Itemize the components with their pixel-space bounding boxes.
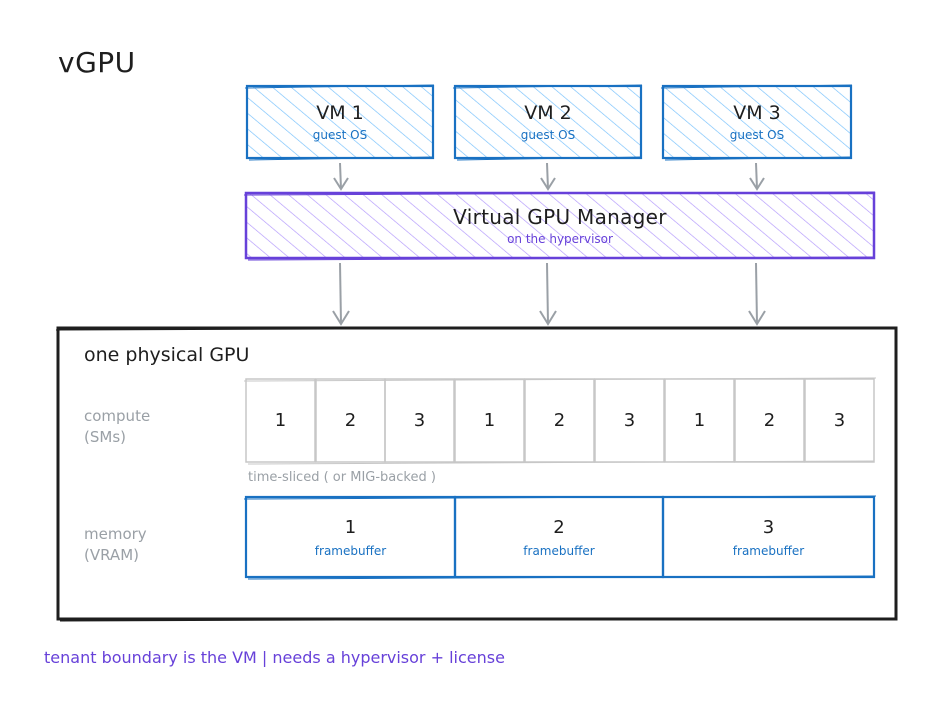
framebuffer-2-number: 2 [553,516,565,538]
compute-cell-4: 1 [483,410,496,431]
arrow-manager-to-gpu-3 [748,262,766,326]
framebuffer-2-label: framebuffer [523,543,595,558]
compute-cell-7: 1 [693,410,706,431]
gpu-title: one physical GPU [84,344,250,366]
vm-box-2: VM 2 guest OS [455,86,641,158]
compute-cell-5: 2 [553,410,566,431]
compute-cell-9: 3 [833,410,846,431]
diagram-title: vGPU [58,46,136,79]
arrow-vm1-to-manager [333,162,349,191]
vm-1-subtitle: guest OS [312,128,368,142]
compute-label-line-1: compute [84,407,151,425]
memory-label: memory (VRAM) [84,524,147,566]
compute-cell-6: 3 [623,410,636,431]
vm-box-3: VM 3 guest OS [663,86,851,158]
vm-3-name: VM 3 [733,102,781,124]
compute-cell-2: 2 [344,410,357,431]
compute-cell-1: 1 [274,410,287,431]
compute-cells-shape [243,377,877,465]
vm-box-1: VM 1 guest OS [247,86,433,158]
arrow-vm2-to-manager [540,162,556,191]
manager-box: Virtual GPU Manager on the hypervisor [246,193,874,258]
compute-note: time-sliced ( or MIG-backed ) [248,470,436,485]
arrow-vm3-to-manager [749,162,765,191]
framebuffer-1: 1 framebuffer [246,497,455,577]
vm-3-subtitle: guest OS [729,128,785,142]
framebuffer-2: 2 framebuffer [455,497,663,577]
memory-label-line-2: (VRAM) [84,546,139,564]
framebuffer-1-number: 1 [344,516,357,538]
vm-box-1-shape [244,84,435,161]
vm-2-name: VM 2 [524,102,572,124]
arrow-manager-to-gpu-2 [539,262,557,326]
compute-label-line-2: (SMs) [84,428,126,446]
arrow-manager-to-gpu-1 [332,262,350,326]
vm-2-subtitle: guest OS [520,128,576,142]
framebuffer-3-label: framebuffer [732,543,805,558]
vm-1-name: VM 1 [316,102,364,124]
compute-cell-3: 3 [413,410,426,431]
manager-subtitle: on the hypervisor [507,232,613,246]
vm-box-2-shape [452,84,643,161]
framebuffer-1-label: framebuffer [314,543,387,558]
footer-note: tenant boundary is the VM | needs a hype… [44,648,505,667]
manager-title: Virtual GPU Manager [453,205,667,229]
vm-box-3-shape [660,84,853,161]
compute-cell-8: 2 [763,410,776,431]
framebuffer-3-number: 3 [762,516,775,538]
manager-box-shape [243,191,876,261]
memory-label-line-1: memory [84,525,147,543]
compute-label: compute (SMs) [84,406,150,448]
framebuffer-3: 3 framebuffer [663,497,874,577]
framebuffers-shape [243,495,877,580]
gpu-container-shape [55,326,898,622]
